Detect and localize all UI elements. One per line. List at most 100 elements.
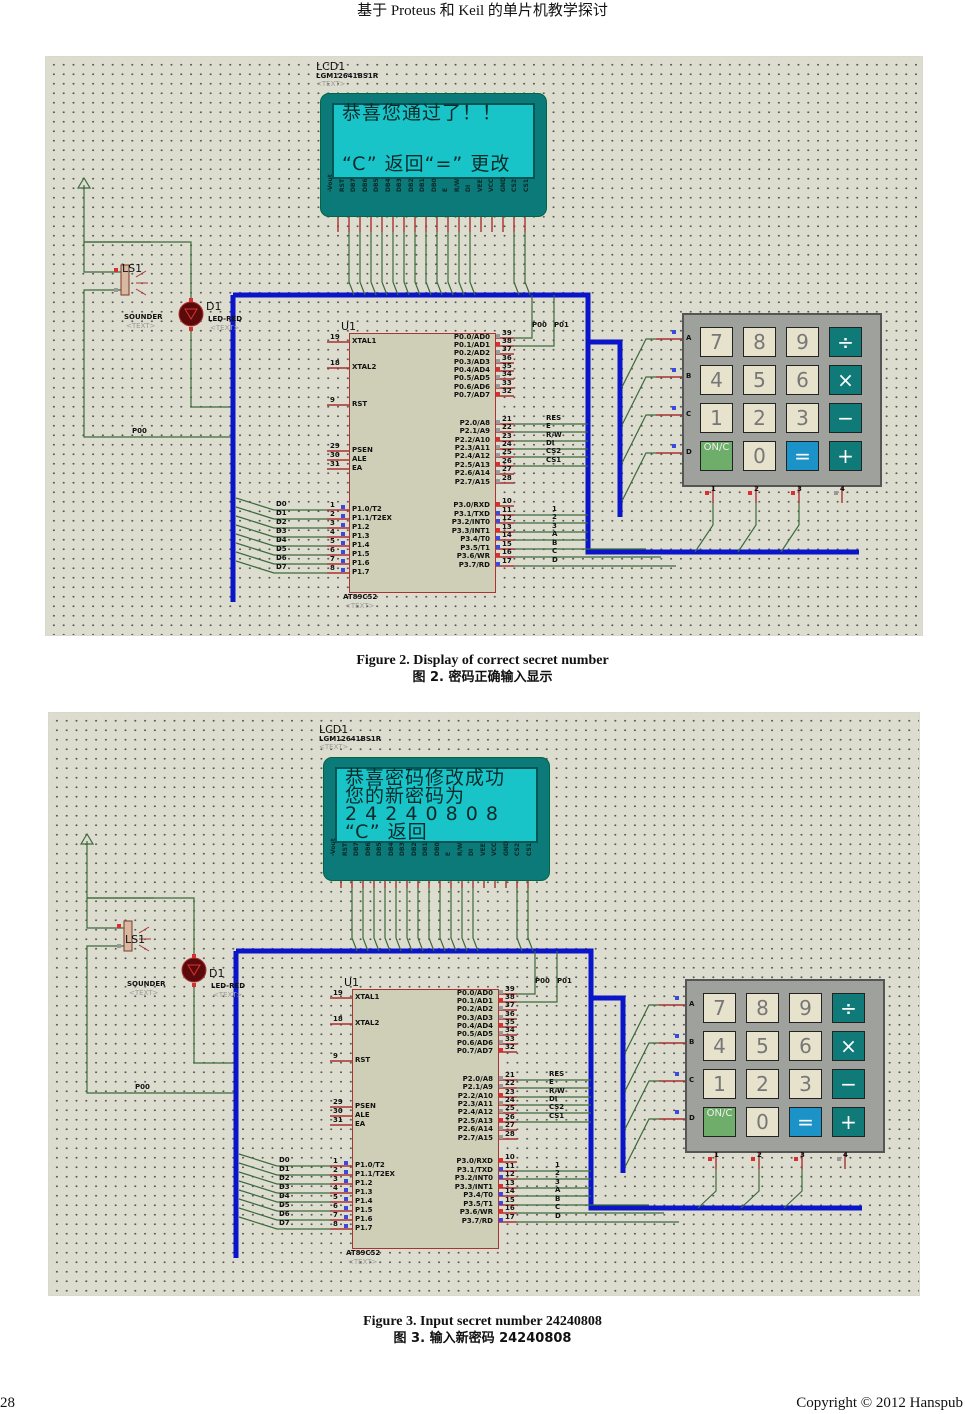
mcu-right-pin-name: P2.6/A14 bbox=[454, 469, 490, 477]
keypad-key-plus[interactable]: + bbox=[832, 1107, 865, 1137]
keypad-key-3[interactable]: 3 bbox=[789, 1069, 822, 1099]
keypad-key-divide[interactable]: ÷ bbox=[832, 993, 865, 1023]
p01-net-label: P01 bbox=[557, 977, 572, 985]
p1-net-label: D0 bbox=[279, 1156, 290, 1164]
keypad-key-0[interactable]: 0 bbox=[743, 441, 776, 471]
keypad-key-0[interactable]: 0 bbox=[746, 1107, 779, 1137]
mcu-left-pin-number: 8 bbox=[330, 564, 335, 572]
keypad-key-1[interactable]: 1 bbox=[703, 1069, 736, 1099]
p1-net-label: D3 bbox=[279, 1183, 290, 1191]
pin-marker bbox=[499, 1126, 503, 1130]
keypad-key-6[interactable]: 6 bbox=[789, 1031, 822, 1061]
p2-net-label: E bbox=[549, 1078, 554, 1086]
keypad-key-equals[interactable]: = bbox=[789, 1107, 822, 1137]
pin-marker bbox=[499, 1175, 503, 1179]
pin-marker bbox=[499, 1023, 503, 1027]
p01-wire bbox=[514, 295, 555, 347]
power-wire bbox=[83, 185, 151, 243]
pin-marker bbox=[675, 1034, 679, 1038]
mcu-right-pin-number: 15 bbox=[505, 1196, 515, 1204]
keypad-key-multiply[interactable]: × bbox=[829, 365, 862, 395]
mcu-right-pin-number: 34 bbox=[502, 370, 512, 378]
p3-net-label: A bbox=[552, 530, 558, 538]
mcu-right-pin-name: P0.7/AD7 bbox=[456, 1047, 493, 1055]
pin-marker bbox=[344, 1170, 348, 1174]
keypad-key-6[interactable]: 6 bbox=[786, 365, 819, 395]
keypad-key-5[interactable]: 5 bbox=[743, 365, 776, 395]
mcu-right-pin-name: P2.3/A11 bbox=[454, 444, 490, 452]
keypad-key-4[interactable]: 4 bbox=[703, 1031, 736, 1061]
led-icon bbox=[178, 301, 204, 327]
mcu-right-pin-number: 13 bbox=[505, 1179, 515, 1187]
keypad-key-divide[interactable]: ÷ bbox=[829, 327, 862, 357]
pin-marker bbox=[791, 491, 795, 495]
keypad-key-minus[interactable]: − bbox=[829, 403, 862, 433]
page-number: 28 bbox=[0, 1395, 15, 1411]
led-icon bbox=[181, 957, 207, 983]
led-part-label: LED-RED bbox=[211, 982, 246, 990]
p2-net-label: R/W bbox=[549, 1087, 565, 1095]
lcd-pin-label: DB7 bbox=[350, 178, 357, 192]
led-part-label: LED-RED bbox=[208, 315, 243, 323]
pin-marker bbox=[192, 954, 196, 958]
mcu-left-pin-number: 1 bbox=[333, 1157, 338, 1165]
sounder-wave-icon bbox=[135, 270, 147, 278]
keypad-key-2[interactable]: 2 bbox=[746, 1069, 779, 1099]
pin-marker bbox=[499, 1006, 503, 1010]
figure-3-caption-en: Figure 3. Input secret number 24240808 bbox=[363, 1314, 602, 1329]
mcu-left-pin-name: XTAL2 bbox=[352, 363, 377, 371]
schematic-wires bbox=[79, 832, 862, 1258]
sounder-text-placeholder: <TEXT> bbox=[126, 322, 156, 330]
pin-marker bbox=[672, 330, 676, 334]
pin-marker bbox=[496, 384, 500, 388]
keypad-key-on-clear[interactable]: ON/C bbox=[703, 1107, 736, 1137]
mcu-right-pin-name: P3.3/INT1 bbox=[454, 1183, 493, 1191]
keypad-key-7[interactable]: 7 bbox=[703, 993, 736, 1023]
bus-keypad bbox=[588, 339, 623, 517]
keypad-key-8[interactable]: 8 bbox=[746, 993, 779, 1023]
mcu-left-pin-name: P1.6 bbox=[355, 1215, 373, 1223]
mcu-left-pin-name: EA bbox=[355, 1120, 366, 1128]
keypad-col-label: 1 bbox=[714, 1151, 719, 1159]
sounder-wire-top bbox=[86, 898, 124, 929]
p2-net-label: DI bbox=[546, 439, 555, 447]
p2-net-label: CS1 bbox=[549, 1112, 565, 1120]
keypad-key-minus[interactable]: − bbox=[832, 1069, 865, 1099]
keypad-key-1[interactable]: 1 bbox=[700, 403, 733, 433]
mcu-left-pin-name: P1.2 bbox=[355, 1179, 373, 1187]
keypad-row-wire bbox=[621, 452, 656, 502]
lcd-pin-label: VCC bbox=[491, 842, 498, 856]
keypad-key-5[interactable]: 5 bbox=[746, 1031, 779, 1061]
p3-net-label: 1 bbox=[555, 1161, 560, 1169]
keypad-row-wire bbox=[624, 1080, 659, 1130]
sounder-wire-p00 bbox=[83, 289, 233, 438]
p2-net-label: CS1 bbox=[546, 456, 562, 464]
keypad-key-plus[interactable]: + bbox=[829, 441, 862, 471]
keypad-key-7[interactable]: 7 bbox=[700, 327, 733, 357]
pin-marker bbox=[341, 505, 345, 509]
keypad-key-8[interactable]: 8 bbox=[743, 327, 776, 357]
keypad-key-3[interactable]: 3 bbox=[786, 403, 819, 433]
pin-marker bbox=[117, 924, 121, 928]
mcu-right-pin-name: P0.6/AD6 bbox=[456, 1039, 493, 1047]
keypad-key-9[interactable]: 9 bbox=[789, 993, 822, 1023]
pin-marker bbox=[496, 428, 500, 432]
keypad-row-wire bbox=[621, 414, 656, 464]
keypad-key-4[interactable]: 4 bbox=[700, 365, 733, 395]
pin-marker bbox=[496, 545, 500, 549]
mcu-right-pin-number: 35 bbox=[505, 1018, 515, 1026]
keypad-key-2[interactable]: 2 bbox=[743, 403, 776, 433]
lcd-bus-wire bbox=[461, 888, 468, 952]
mcu-right-pin-number: 39 bbox=[502, 329, 512, 337]
mcu-right-pin-name: P3.4/T0 bbox=[460, 535, 490, 543]
keypad-key-multiply[interactable]: × bbox=[832, 1031, 865, 1061]
p00-wire bbox=[514, 295, 533, 339]
keypad-key-on-clear[interactable]: ON/C bbox=[700, 441, 733, 471]
keypad-row-label: A bbox=[689, 1000, 695, 1008]
keypad-key-9[interactable]: 9 bbox=[786, 327, 819, 357]
keypad-key-equals[interactable]: = bbox=[786, 441, 819, 471]
pin-marker bbox=[341, 532, 345, 536]
pin-marker bbox=[499, 1015, 503, 1019]
p1-net-label: D3 bbox=[276, 527, 287, 535]
mcu-right-pin-name: P3.3/INT1 bbox=[451, 527, 490, 535]
